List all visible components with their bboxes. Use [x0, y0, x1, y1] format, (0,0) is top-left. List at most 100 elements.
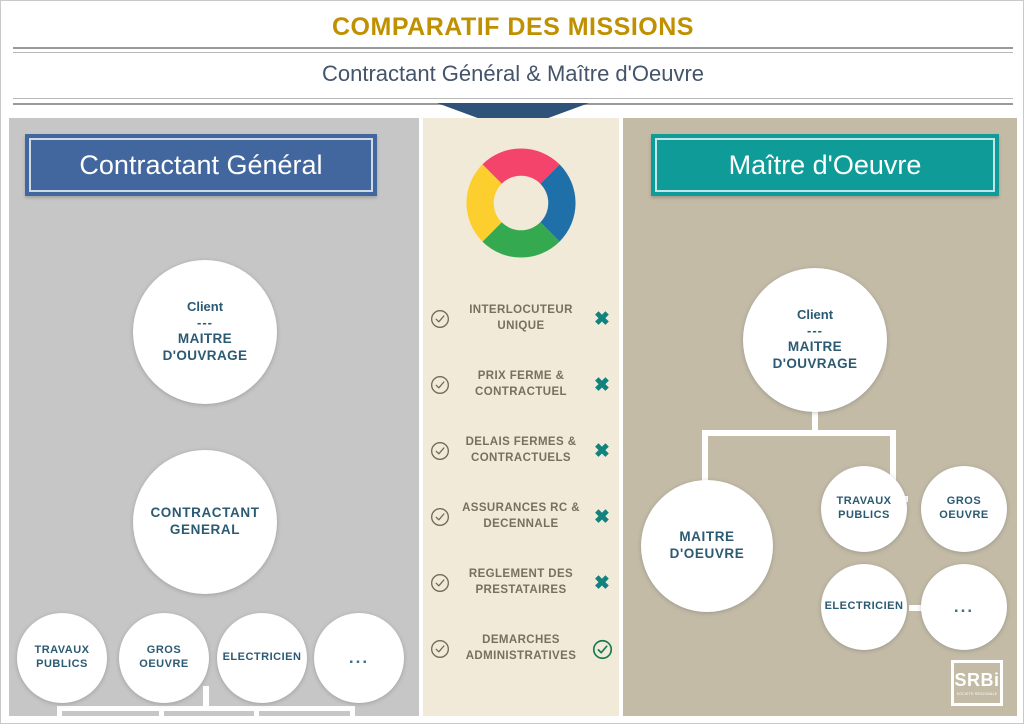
header-rule-top-1 — [13, 47, 1013, 49]
donut-chart-icon — [466, 148, 576, 258]
cross-icon: ✖ — [594, 572, 610, 594]
slide-header: COMPARATIF DES MISSIONS Contractant Géné… — [1, 1, 1023, 116]
criteria-label-line2: PRESTATAIRES — [475, 584, 567, 596]
node-maitre-doeuvre-line1: MAITRE — [679, 529, 735, 545]
right-panel-heading-label: Maître d'Oeuvre — [655, 138, 995, 192]
node-contractant-general-line1: CONTRACTANT — [150, 505, 260, 521]
connector-right-horizontal-bus — [702, 430, 896, 436]
criteria-row: PRIX FERME & CONTRACTUEL ✖ — [423, 352, 619, 418]
criteria-label-line1: PRIX FERME — [477, 370, 552, 383]
node-left-leaf-electricien[interactable]: ELECTRICIEN — [217, 613, 307, 703]
check-circle-icon — [423, 639, 457, 659]
check-circle-icon — [423, 441, 457, 461]
node-right-leaf-travaux-publics[interactable]: TRAVAUX PUBLICS — [821, 466, 907, 552]
criteria-label: DELAIS FERMES & CONTRACTUELS — [457, 435, 585, 466]
node-client-role-line1: MAITRE — [177, 331, 233, 347]
criteria-label: ASSURANCES RC & DECENNALE — [457, 501, 585, 532]
criteria-label: INTERLOCUTEUR UNIQUE — [457, 303, 585, 334]
node-maitre-doeuvre-line2: D'OEUVRE — [669, 546, 745, 561]
node-contractant-general-line2: GENERAL — [169, 522, 241, 537]
criteria-label-line1: ASSURANCES RC — [462, 502, 568, 515]
cross-icon: ✖ — [594, 374, 610, 396]
node-left-leaf-1-line1: GROS — [146, 644, 182, 657]
right-panel-maitre-doeuvre: Maître d'Oeuvre Client --- MAITRE D'OUVR… — [623, 118, 1017, 716]
srbi-logo-word: SRBi — [954, 669, 1000, 690]
node-right-leaf-0-line1: TRAVAUX — [836, 495, 892, 508]
node-right-client-title: Client — [796, 307, 834, 322]
criteria-list: INTERLOCUTEUR UNIQUE ✖ PRIX FERME & CONT… — [423, 286, 619, 682]
criteria-label-line1: DELAIS FERMES — [465, 436, 565, 449]
node-client-role-line2: D'OUVRAGE — [162, 348, 248, 364]
criteria-label-line2: UNIQUE — [497, 320, 545, 332]
donut-segment-top — [482, 148, 560, 184]
connector-right-client-stem — [812, 408, 818, 436]
node-left-leaf-2-line1: ELECTRICIEN — [222, 651, 302, 664]
node-right-leaf-2-line1: ELECTRICIEN — [824, 600, 904, 613]
check-circle-icon — [423, 507, 457, 527]
connector-branch-2 — [159, 706, 164, 723]
node-left-leaf-3-line1: ... — [348, 648, 370, 668]
node-left-leaf-more[interactable]: ... — [314, 613, 404, 703]
criteria-label-line1: INTERLOCUTEUR — [469, 304, 573, 317]
cross-icon: ✖ — [594, 506, 610, 528]
left-panel-heading-label: Contractant Général — [29, 138, 373, 192]
node-client-title: Client — [186, 299, 224, 314]
node-maitre-doeuvre[interactable]: MAITRE D'OEUVRE — [641, 480, 773, 612]
node-client-divider: --- — [197, 315, 213, 331]
node-right-client-divider: --- — [807, 323, 823, 339]
criteria-row: REGLEMENT DES PRESTATAIRES ✖ — [423, 550, 619, 616]
connector-horizontal-bus — [57, 706, 355, 711]
connector-branch-1 — [57, 706, 62, 723]
criteria-row: ASSURANCES RC & DECENNALE ✖ — [423, 484, 619, 550]
criteria-row: DEMARCHES ADMINISTRATIVES — [423, 616, 619, 682]
criteria-label-line2: ADMINISTRATIVES — [465, 650, 577, 662]
page-title: COMPARATIF DES MISSIONS — [332, 13, 694, 41]
node-right-client-role-line1: MAITRE — [787, 339, 843, 355]
check-circle-green-icon — [585, 639, 619, 660]
node-right-leaf-0-line2: PUBLICS — [838, 509, 890, 521]
node-contractant-general[interactable]: CONTRACTANT GENERAL — [133, 450, 277, 594]
criteria-label-line2: & CONTRACTUELS — [471, 436, 577, 464]
node-right-leaf-1-line2: OEUVRE — [939, 509, 989, 521]
connector-right-branch-subs — [890, 430, 896, 518]
node-right-client-role-line2: D'OUVRAGE — [772, 356, 858, 372]
header-rule-bottom-1 — [13, 98, 1013, 99]
donut-segment-bottom — [482, 222, 560, 258]
node-right-leaf-3-line1: ... — [953, 597, 975, 617]
srbi-logo-tagline: SOCIETE REGIONALE — [956, 691, 998, 696]
node-right-leaf-electricien[interactable]: ELECTRICIEN — [821, 564, 907, 650]
criteria-label-line2: & DECENNALE — [483, 502, 580, 530]
left-panel-contractant-general: Contractant Général Client --- MAITRE D'… — [9, 118, 419, 723]
header-rule-top-2 — [13, 52, 1013, 53]
node-client-maitre-douvrage[interactable]: Client --- MAITRE D'OUVRAGE — [133, 260, 277, 404]
criteria-label-line2: & CONTRACTUEL — [475, 370, 567, 398]
connector-branch-4 — [350, 706, 355, 723]
node-left-leaf-1-line2: OEUVRE — [139, 658, 189, 670]
check-circle-icon — [423, 573, 457, 593]
criteria-row: INTERLOCUTEUR UNIQUE ✖ — [423, 286, 619, 352]
cross-icon: ✖ — [594, 440, 610, 462]
criteria-label: PRIX FERME & CONTRACTUEL — [457, 369, 585, 400]
connector-mid-stem — [203, 686, 209, 710]
node-right-leaf-more[interactable]: ... — [921, 564, 1007, 650]
check-circle-icon — [423, 309, 457, 329]
donut-segment-right — [540, 164, 576, 242]
left-panel-heading: Contractant Général — [25, 134, 377, 196]
node-right-client-maitre-douvrage[interactable]: Client --- MAITRE D'OUVRAGE — [743, 268, 887, 412]
node-right-leaf-1-line1: GROS — [946, 495, 982, 508]
node-left-leaf-0-line1: TRAVAUX — [34, 644, 90, 657]
node-left-leaf-travaux-publics[interactable]: TRAVAUX PUBLICS — [17, 613, 107, 703]
page-subtitle: Contractant Général & Maître d'Oeuvre — [321, 61, 705, 86]
connector-branch-3 — [254, 706, 259, 723]
center-panel-criteria: INTERLOCUTEUR UNIQUE ✖ PRIX FERME & CONT… — [423, 118, 619, 716]
check-circle-icon — [423, 375, 457, 395]
right-panel-heading: Maître d'Oeuvre — [651, 134, 999, 196]
cross-icon: ✖ — [594, 308, 610, 330]
criteria-label: DEMARCHES ADMINISTRATIVES — [457, 633, 585, 664]
node-right-leaf-gros-oeuvre[interactable]: GROS OEUVRE — [921, 466, 1007, 552]
criteria-label: REGLEMENT DES PRESTATAIRES — [457, 567, 585, 598]
criteria-row: DELAIS FERMES & CONTRACTUELS ✖ — [423, 418, 619, 484]
node-left-leaf-0-line2: PUBLICS — [36, 658, 88, 670]
node-left-leaf-gros-oeuvre[interactable]: GROS OEUVRE — [119, 613, 209, 703]
